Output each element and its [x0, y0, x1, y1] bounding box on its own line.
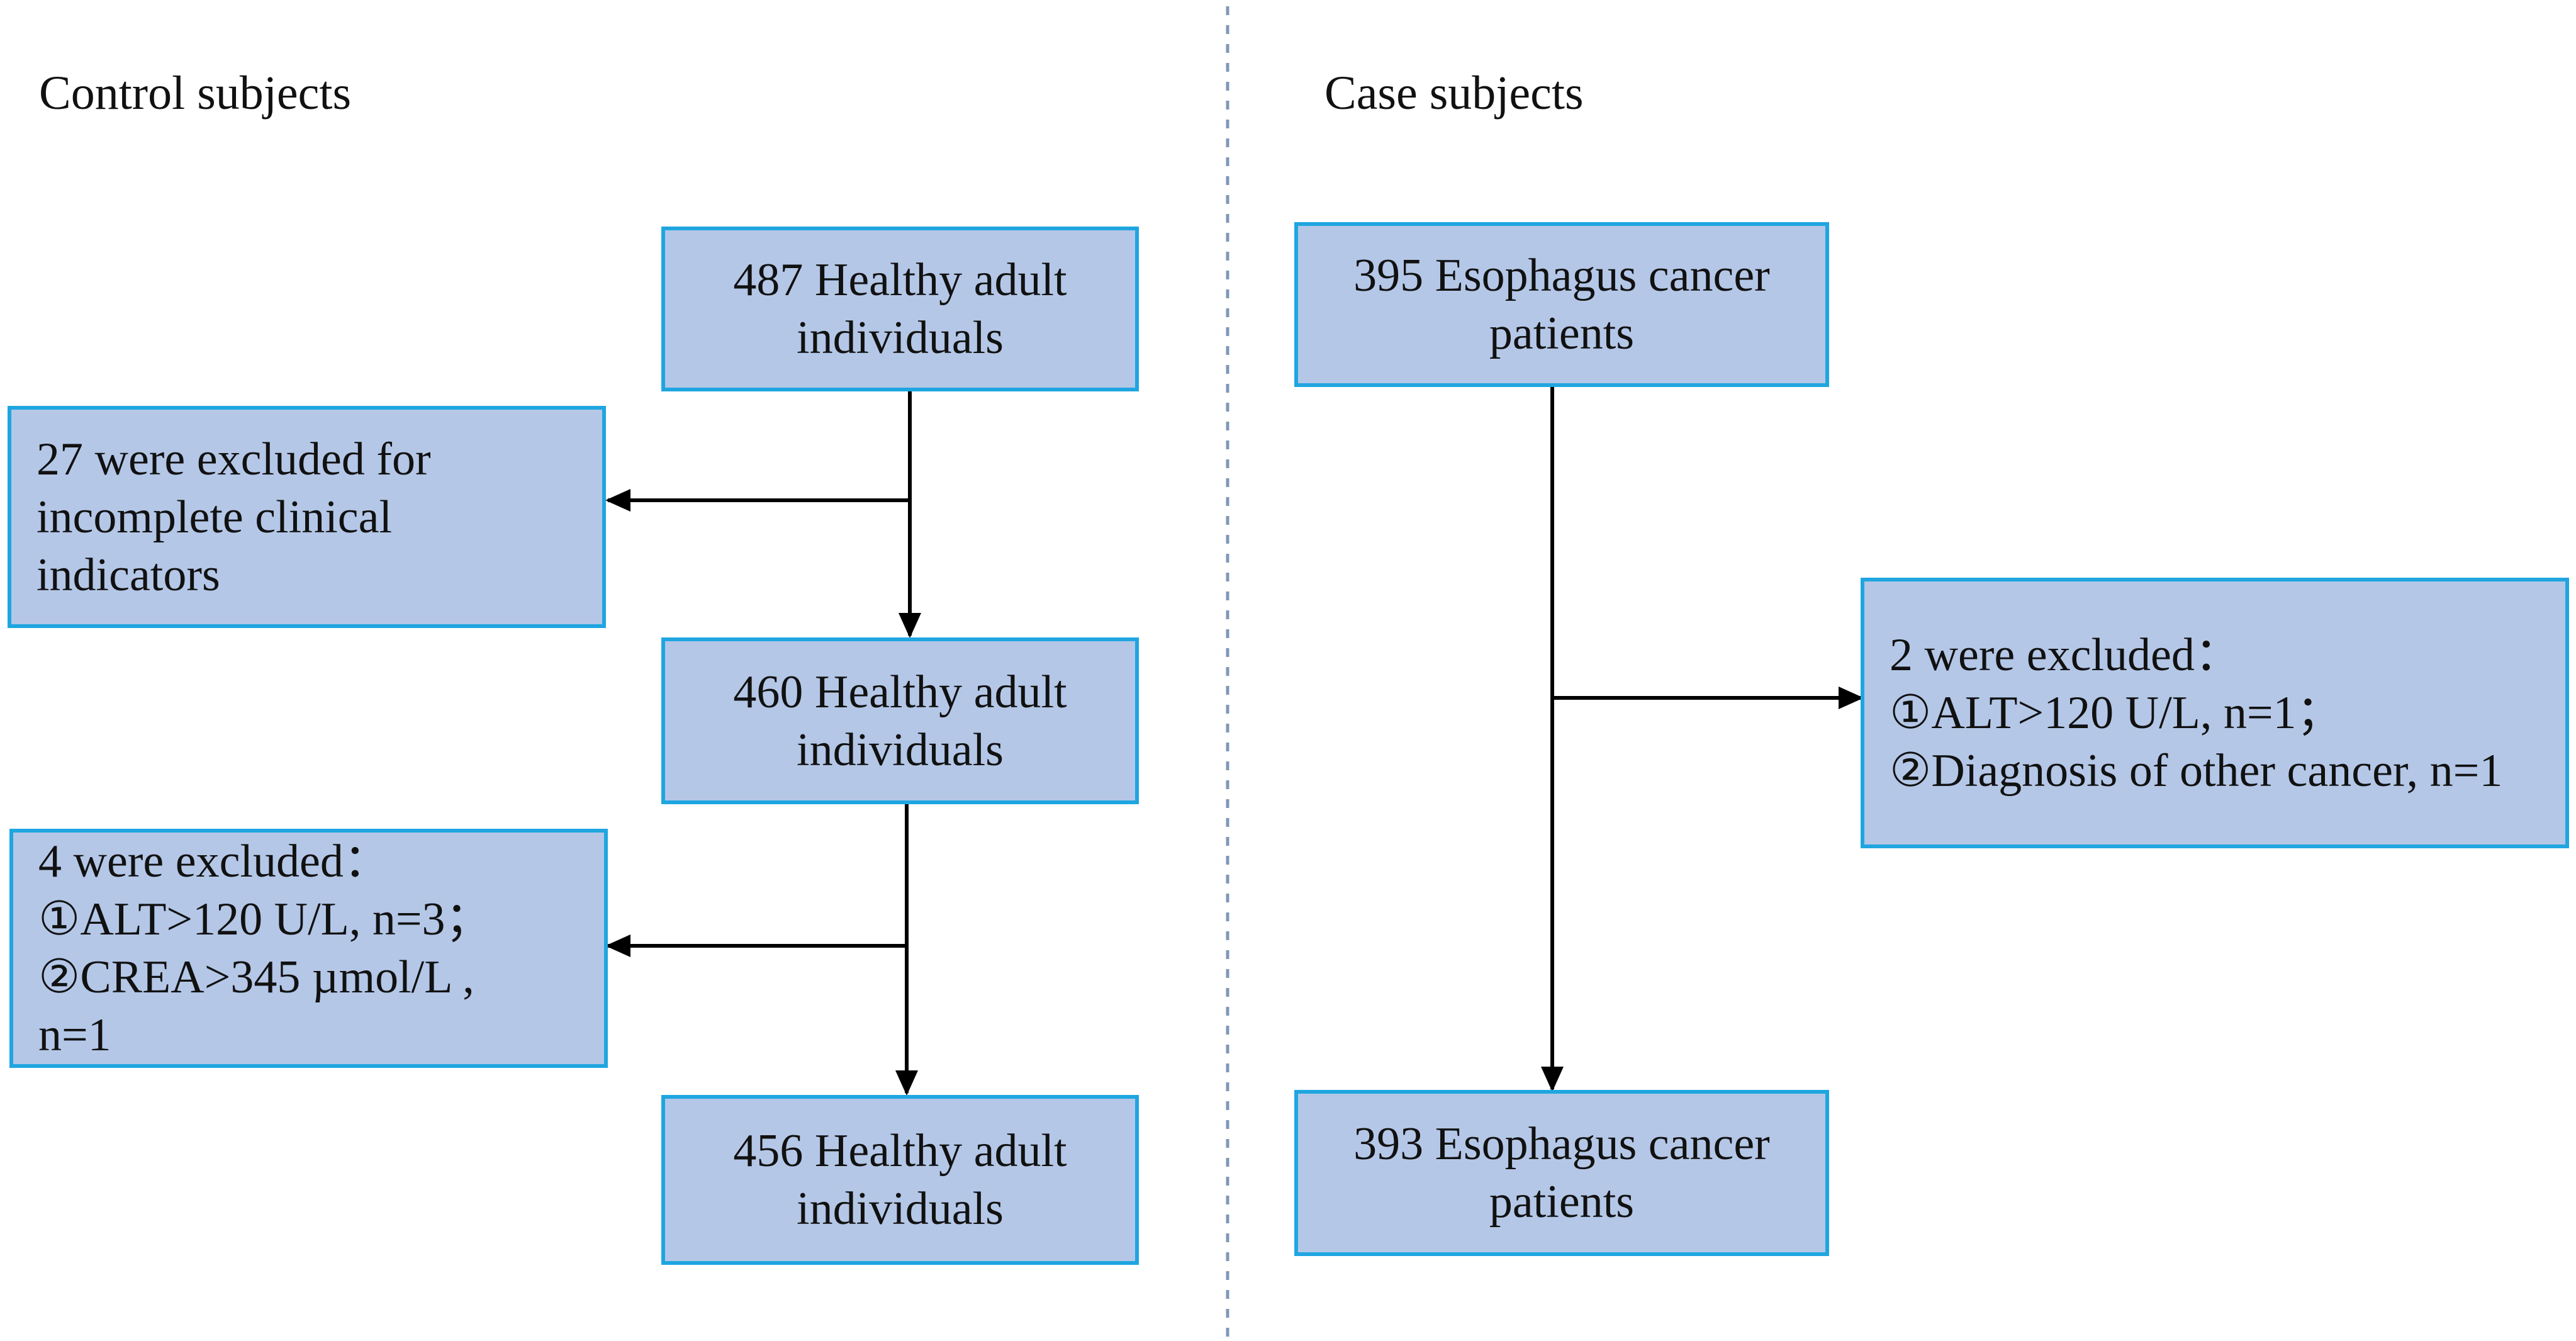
box-line: 2 were excluded： — [1890, 629, 2241, 681]
box-line: ①ALT>120 U/L, n=3； — [38, 894, 492, 945]
box-line: individuals — [797, 1183, 1004, 1235]
box-line: 395 Esophagus cancer — [1353, 250, 1770, 301]
case-final-box: 393 Esophagus cancer patients — [1294, 1090, 1829, 1256]
box-line: ②CREA>345 µmol/L , — [38, 951, 474, 1003]
box-line: 393 Esophagus cancer — [1353, 1118, 1770, 1170]
box-line: indicators — [36, 549, 220, 601]
control-start-box: 487 Healthy adult individuals — [661, 227, 1139, 391]
box-line: n=1 — [38, 1009, 111, 1061]
control-exclusion-2-box: 4 were excluded： ①ALT>120 U/L, n=3； ②CRE… — [9, 829, 608, 1068]
box-line: incomplete clinical — [36, 491, 393, 543]
control-final-box: 456 Healthy adult individuals — [661, 1095, 1139, 1265]
box-line: 487 Healthy adult — [733, 254, 1067, 306]
box-line: 456 Healthy adult — [733, 1125, 1067, 1177]
box-line: patients — [1489, 308, 1635, 359]
box-line: patients — [1489, 1176, 1635, 1228]
box-line: ①ALT>120 U/L, n=1； — [1890, 687, 2343, 739]
control-subjects-title: Control subjects — [39, 67, 352, 120]
control-exclusion-1-box: 27 were excluded for incomplete clinical… — [8, 406, 606, 628]
box-line: 460 Healthy adult — [733, 666, 1067, 718]
box-line: individuals — [797, 724, 1004, 776]
box-line: 4 were excluded： — [38, 836, 390, 887]
case-start-box: 395 Esophagus cancer patients — [1294, 222, 1829, 387]
case-subjects-title: Case subjects — [1324, 67, 1584, 120]
box-line: 27 were excluded for — [36, 433, 431, 485]
control-middle-box: 460 Healthy adult individuals — [661, 637, 1139, 804]
box-line: individuals — [797, 312, 1004, 364]
case-exclusion-box: 2 were excluded： ①ALT>120 U/L, n=1； ②Dia… — [1861, 578, 2569, 848]
box-line: ②Diagnosis of other cancer, n=1 — [1890, 745, 2503, 797]
